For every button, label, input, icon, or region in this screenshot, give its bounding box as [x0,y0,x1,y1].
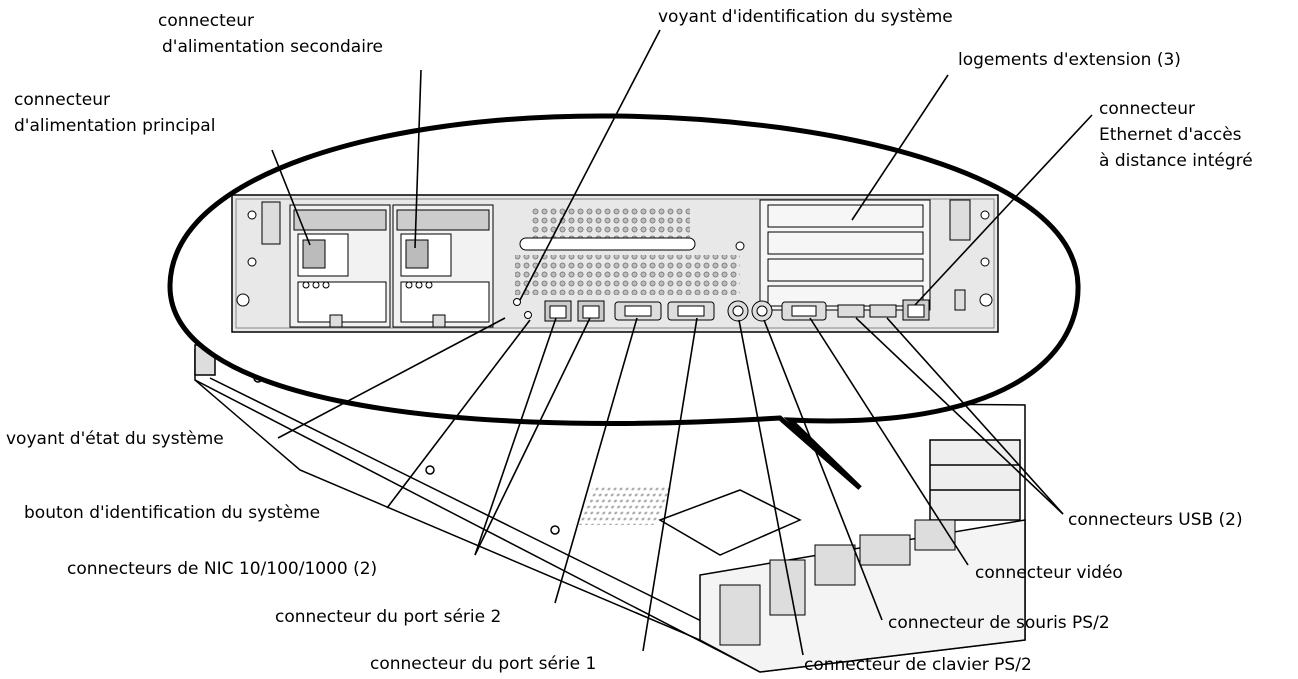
leader-mouse [763,319,883,621]
label-expansion-slots: logements d'extension (3) [958,50,1181,70]
rear-ports [544,289,966,322]
leader-main-power [271,149,311,246]
leader-sys-id-led [519,29,661,301]
label-usb: connecteurs USB (2) [1068,510,1243,530]
leader-status-led [277,317,506,439]
panel-latch [954,289,966,311]
label-line: d'alimentation secondaire [162,37,384,57]
panel-screw [236,293,250,307]
vent-grille [515,255,740,295]
label-sys-id-led: voyant d'identification du système [658,7,953,27]
label-line: à distance intégré [1099,151,1253,171]
power-socket-main [302,239,326,269]
rear-ports-cluster [719,519,956,646]
label-line: d'alimentation principal [14,116,216,136]
label-rac-ethernet: connecteur Ethernet d'accès à distance i… [1099,96,1253,174]
leader-keyboard [738,319,804,656]
leader-rac-ethernet [914,114,1093,306]
panel-screw [735,241,745,251]
leader-serial2 [554,317,638,604]
leader-serial1 [642,317,698,652]
chassis-edge [194,379,761,673]
label-line: Ethernet d'accès [1099,125,1242,145]
leader-lines [271,29,1093,656]
power-supply-1 [289,204,391,328]
label-main-power: connecteur d'alimentation principal [14,87,215,139]
label-line: connecteur [158,11,254,31]
label-aux-power: connecteur d'alimentation secondaire [158,8,383,60]
usb-port-1 [837,304,865,318]
back-panel [231,194,999,333]
usb-port-2 [869,304,897,318]
label-serial2: connecteur du port série 2 [275,607,502,627]
label-line: connecteur [14,90,110,110]
chassis-screw [425,465,435,475]
panel-screw [980,257,990,267]
expansion-slots [759,199,931,311]
rear-card-area [929,439,1021,521]
leader-nic-2 [474,317,591,556]
chassis-screw [550,525,560,535]
label-video: connecteur vidéo [975,563,1123,583]
label-id-button: bouton d'identification du système [24,503,321,523]
label-mouse: connecteur de souris PS/2 [888,613,1110,633]
label-line: connecteur [1099,99,1195,119]
leader-usb-1 [855,317,1064,515]
id-button-dot [524,311,532,319]
leader-id-button [386,319,531,509]
leader-nic-1 [474,317,557,556]
leader-expansion [851,74,949,221]
leader-usb-2 [886,317,1064,515]
panel-border [235,198,995,329]
chassis-face [699,519,1026,673]
label-serial1: connecteur du port série 1 [370,654,597,674]
leader-aux-power [414,69,422,249]
vent-grille [530,208,690,238]
panel-screw [980,210,990,220]
status-led-dot [513,298,521,306]
label-status-led: voyant d'état du système [6,429,224,449]
panel-screw [247,257,257,267]
leader-video [809,317,969,566]
panel-screw [979,293,993,307]
psu-handle [261,201,281,245]
panel-screw [247,210,257,220]
power-socket-aux [405,239,429,269]
slot-latch [949,199,971,241]
top-cover-panel [658,489,802,556]
label-keyboard: connecteur de clavier PS/2 [804,655,1032,675]
power-supply-2 [392,204,494,328]
label-nic: connecteurs de NIC 10/100/1000 (2) [67,559,378,579]
card-slot-bar [519,237,696,251]
rear-vent [575,485,674,525]
